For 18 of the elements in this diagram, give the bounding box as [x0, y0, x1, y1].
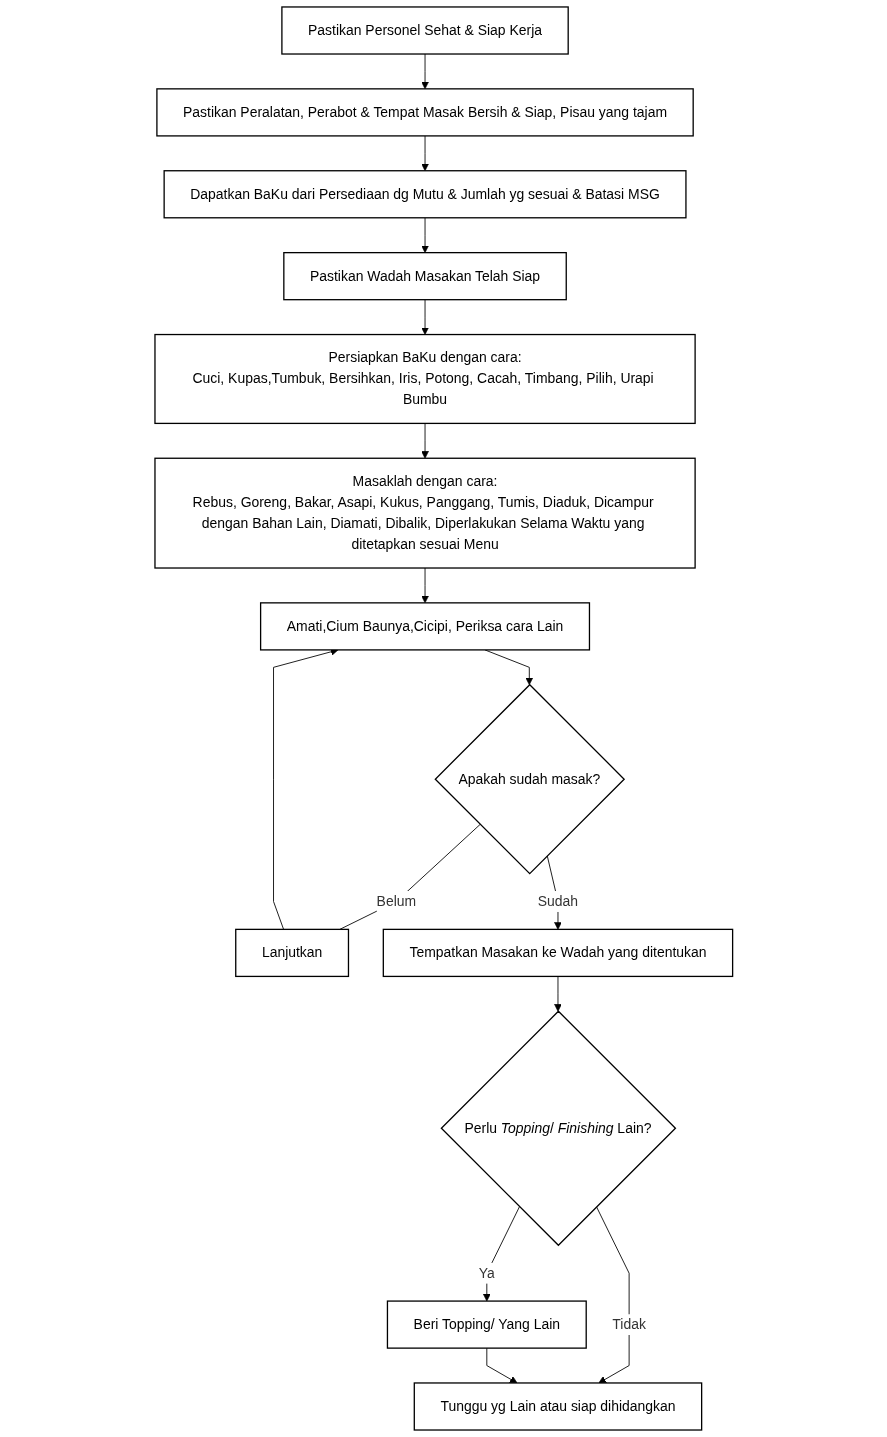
node-box: Pastikan Personel Sehat & Siap Kerja — [280, 6, 569, 55]
node-box: Pastikan Peralatan, Perabot & Tempat Masak Bersih & Siap, Pisau yang tajam — [155, 88, 694, 137]
node-diamond: Apakah sudah masak? — [434, 683, 625, 875]
edge-label: Belum — [376, 893, 416, 909]
node-diamond: Perlu Topping/ Finishing Lain? — [440, 1010, 677, 1247]
node-box: Pastikan Wadah Masakan Telah Siap — [282, 252, 567, 301]
node-box: Tempatkan Masakan ke Wadah yang ditentukan — [382, 928, 733, 978]
edge-label: Ya — [478, 1265, 495, 1281]
node-box: Dapatkan BaKu dari Persediaan dg Mutu & Jumlah yg sesuai & Batasi MSG — [163, 170, 687, 219]
node-box: Amati,Cium Baunya,Cicipi, Periksa cara Lain — [259, 602, 590, 651]
node-box: Persiapkan BaKu dengan cara: Cuci, Kupas,Tumbuk, Bersihkan, Iris, Potong, Cacah, Timbang, Pilih, Urapi Bumbu — [154, 333, 696, 425]
node-box: Lanjutkan — [234, 928, 349, 978]
edge-label: Sudah — [537, 893, 578, 909]
node-box: Masaklah dengan cara: Rebus, Goreng, Bakar, Asapi, Kukus, Panggang, Tumis, Diaduk, Dicampur dengan Bahan Lain, Diamati, Dibalik, Diperlakukan Selama Waktu yang ditetapkan sesuai Menu — [154, 457, 696, 569]
node-box: Beri Topping/ Yang Lain — [386, 1300, 587, 1349]
connector — [339, 824, 481, 930]
node-box: Tunggu yg Lain atau siap dihidangkan — [413, 1382, 702, 1431]
edge-label: Tidak — [612, 1316, 646, 1332]
